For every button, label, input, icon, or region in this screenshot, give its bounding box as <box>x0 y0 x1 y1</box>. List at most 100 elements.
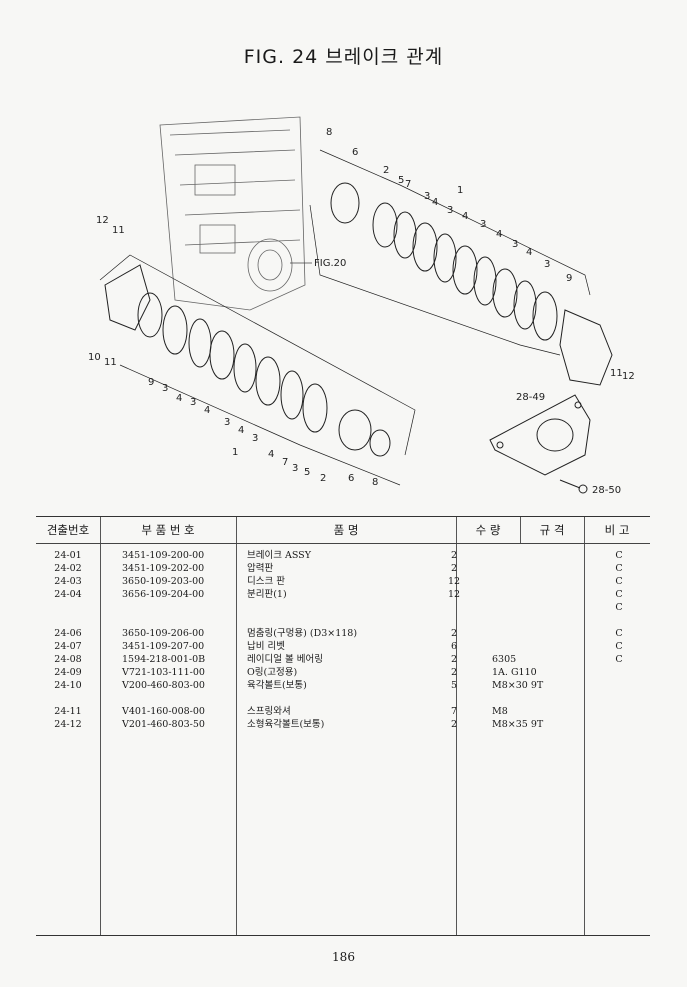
cell-remark: C <box>615 602 623 613</box>
page-number: 186 <box>332 950 355 964</box>
cell-spec: M8×35 9T <box>492 719 544 730</box>
callout-label: 6 <box>352 147 358 158</box>
callout-label: 1 <box>457 185 463 196</box>
callout-label: 7 <box>405 179 411 190</box>
cell-part: V721-103-111-00 <box>122 667 205 678</box>
callout-label: 3 <box>424 191 430 202</box>
cell-name: 디스크 판 <box>247 576 285 587</box>
cell-qty: 2 <box>450 654 458 665</box>
callout-label: 3 <box>162 383 168 394</box>
table-row: C <box>36 601 650 614</box>
callout-label: 3 <box>292 463 298 474</box>
cell-part: 3650-109-206-00 <box>122 628 205 639</box>
cell-qty: 2 <box>450 550 458 561</box>
callout-label: 3 <box>190 397 196 408</box>
callout-label: 3 <box>224 417 230 428</box>
cell-remark: C <box>615 641 623 652</box>
cell-spec: M8 <box>492 706 508 717</box>
cell-remark: C <box>615 589 623 600</box>
callout-label: 3 <box>252 433 258 444</box>
table-row <box>36 692 650 705</box>
callout-label: 1 <box>232 447 238 458</box>
cell-qty: 12 <box>447 576 461 587</box>
header-part-number: 부 품 번 호 <box>141 523 195 537</box>
cell-part: 1594-218-001-0B <box>122 654 206 665</box>
callout-label: 4 <box>526 247 532 258</box>
cell-part: 3451-109-200-00 <box>122 550 205 561</box>
cell-part: 3451-109-207-00 <box>122 641 205 652</box>
callout-label: 4 <box>204 405 210 416</box>
callout-label: 4 <box>238 425 244 436</box>
callout-label: 7 <box>282 457 288 468</box>
callout-label: 4 <box>176 393 182 404</box>
col-divider <box>100 517 101 935</box>
cell-no: 24-08 <box>54 654 82 665</box>
callout-label: 11 <box>104 357 117 368</box>
callout-label: 11 <box>610 368 623 379</box>
cell-no: 24-03 <box>54 576 82 587</box>
cell-no: 24-04 <box>54 589 82 600</box>
cell-remark: C <box>615 654 623 665</box>
cell-name: 멈춤링(구멍용) (D3×118) <box>247 628 358 639</box>
cell-no: 24-01 <box>54 550 82 561</box>
cell-part: 3451-109-202-00 <box>122 563 205 574</box>
cell-name: 소형육각볼트(보통) <box>247 719 325 730</box>
callout-label: 2 <box>320 473 326 484</box>
col-divider <box>236 517 237 935</box>
callout-label: 8 <box>372 477 378 488</box>
cell-spec: M8×30 9T <box>492 680 544 691</box>
cell-no: 24-12 <box>54 719 82 730</box>
callout-label: 9 <box>566 273 572 284</box>
callout-label: 3 <box>480 219 486 230</box>
cell-part: V200-460-803-00 <box>122 680 205 691</box>
callout-label: 12 <box>622 371 635 382</box>
cell-spec: 1A. G110 <box>492 667 537 678</box>
callout-label: 6 <box>348 473 354 484</box>
cell-qty: 2 <box>450 667 458 678</box>
cell-remark: C <box>615 576 623 587</box>
callout-label: 4 <box>496 229 502 240</box>
cell-no: 24-02 <box>54 563 82 574</box>
callout-label: 3 <box>512 239 518 250</box>
header-spec: 규 격 <box>539 523 565 537</box>
bracket-plate <box>489 394 591 494</box>
cell-part: V401-160-008-00 <box>122 706 205 717</box>
table-header: 견출번호 부 품 번 호 품 명 수 량 규 격 비 고 <box>36 517 650 544</box>
bolt-label: 28-50 <box>592 485 621 496</box>
cell-no: 24-11 <box>54 706 82 717</box>
cell-qty: 12 <box>447 589 461 600</box>
cell-spec: 6305 <box>492 654 517 665</box>
table-row <box>36 614 650 627</box>
cell-name: 레이디얼 볼 베어링 <box>247 654 323 665</box>
cell-remark: C <box>615 563 623 574</box>
cell-name: 육각볼트(보통) <box>247 680 307 691</box>
upper-disc-stack <box>309 149 613 386</box>
cell-qty: 5 <box>450 680 458 691</box>
cell-name: 분리판(1) <box>247 589 287 600</box>
callout-label: 2 <box>383 165 389 176</box>
cell-no: 24-06 <box>54 628 82 639</box>
cell-no: 24-07 <box>54 641 82 652</box>
callout-label: 4 <box>432 197 438 208</box>
col-divider <box>456 517 457 935</box>
callout-label: 5 <box>304 467 310 478</box>
cell-name: 브레이크 ASSY <box>247 550 311 561</box>
cell-qty: 2 <box>450 719 458 730</box>
callout-label: 5 <box>398 175 404 186</box>
plate-label: 28-49 <box>516 392 545 403</box>
callout-label: 4 <box>462 211 468 222</box>
table-row: 24-01 3451-109-200-00 브레이크 ASSY 2 C <box>36 549 650 562</box>
cell-no: 24-10 <box>54 680 82 691</box>
cell-remark: C <box>615 550 623 561</box>
parts-table: 견출번호 부 품 번 호 품 명 수 량 규 격 비 고 24-01 3451-1… <box>36 516 650 936</box>
callout-label: 12 <box>96 215 109 226</box>
callout-label: 11 <box>112 225 125 236</box>
page-title: FIG. 24 브레이크 관계 <box>243 46 444 68</box>
header-part-name: 품 명 <box>333 523 359 537</box>
